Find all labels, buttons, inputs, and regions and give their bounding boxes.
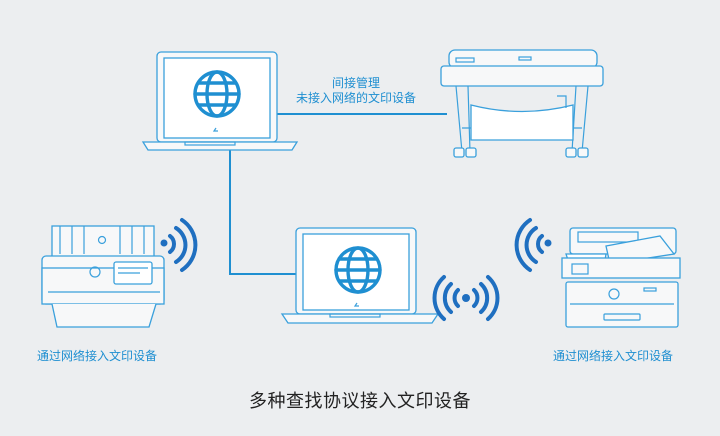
right-multifunction-printer	[561, 227, 681, 328]
link-laptop-to-laptop	[229, 150, 296, 275]
wifi-broadcast-icon	[432, 275, 500, 321]
wifi-signal-right-icon	[514, 218, 552, 272]
top-laptop	[141, 51, 299, 151]
large-format-printer	[440, 49, 604, 158]
wifi-signal-left-icon	[160, 218, 198, 272]
left-document-printer	[41, 225, 165, 328]
top-globe-icon	[193, 70, 241, 118]
indirect-management-label: 间接管理	[331, 76, 380, 90]
unnetworked-device-label: 未接入网络的文印设备	[295, 91, 416, 105]
right-network-caption: 通过网络接入文印设备	[553, 349, 674, 363]
diagram-title: 多种查找协议接入文印设备	[249, 391, 471, 412]
center-laptop	[280, 227, 440, 324]
left-network-caption: 通过网络接入文印设备	[37, 349, 158, 363]
center-globe-icon	[334, 246, 382, 294]
